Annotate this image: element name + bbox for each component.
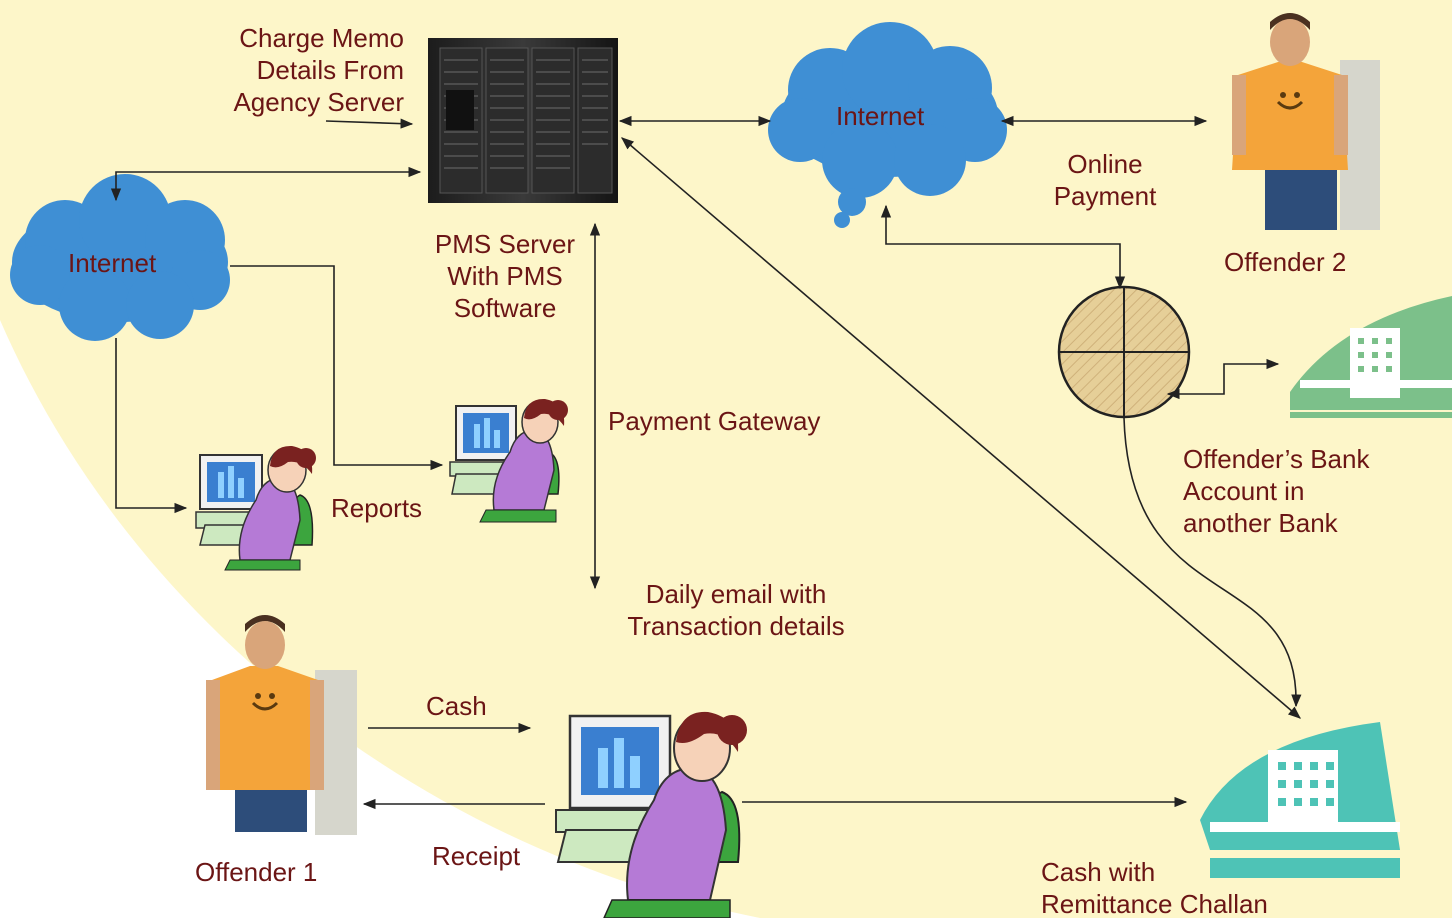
reports-label: Reports: [331, 493, 423, 523]
online-payment-label: Online Payment: [1030, 148, 1180, 212]
payment-gateway-label: Payment Gateway: [608, 406, 821, 436]
computer-operator-icon-middle: [449, 398, 568, 523]
pms-server-label: PMS Server With PMS Software: [410, 228, 600, 324]
receipt-label: Receipt: [432, 841, 521, 871]
arrow-charge-memo: [325, 118, 414, 129]
online-payment-line-1: Online: [1067, 149, 1143, 179]
charge-memo-line-3: Agency Server: [233, 87, 404, 117]
cash-remittance-label: Cash with Remittance Challan: [1041, 856, 1268, 918]
offender-bank-line-1: Offender’s Bank: [1183, 444, 1370, 474]
charge-memo-line-2: Details From: [256, 55, 404, 85]
offender-bank-line-3: another Bank: [1183, 508, 1338, 538]
offender-person-icon-1: [206, 615, 357, 835]
offender-bank-line-2: Account in: [1183, 476, 1305, 506]
payment-gateway-disc-icon: [1057, 285, 1191, 419]
charge-memo-label: Charge Memo Details From Agency Server: [170, 22, 404, 118]
arrow-server-left-internet: [110, 166, 422, 202]
daily-email-line-1: Daily email with: [645, 579, 827, 609]
internet-left-label: Internet: [68, 248, 157, 278]
online-payment-line-2: Payment: [1053, 181, 1157, 211]
offender-2-label: Offender 2: [1224, 247, 1347, 277]
pms-server-line-1: PMS Server: [434, 229, 576, 259]
cash-label: Cash: [426, 691, 487, 721]
bank-building-icon-remittance: [1200, 722, 1400, 878]
bank-building-icon-offender: [1290, 296, 1452, 418]
charge-memo-line-1: Charge Memo: [239, 23, 404, 53]
pms-server-line-2: With PMS: [447, 261, 563, 291]
internet-top-label: Internet: [836, 101, 925, 131]
computer-operator-icon-left: [195, 445, 316, 571]
pms-server-line-3: Software: [453, 293, 557, 323]
computer-operator-icon-bottom: [555, 711, 747, 918]
offender-1-label: Offender 1: [195, 857, 318, 887]
daily-email-label: Daily email with Transaction details: [606, 578, 866, 642]
arrow-left-internet-operator: [115, 338, 188, 514]
arrow-remittance-server: [621, 137, 1301, 719]
cash-remittance-line-1: Cash with: [1041, 857, 1156, 887]
cash-remittance-line-2: Remittance Challan: [1041, 889, 1268, 918]
arrow-left-internet-reports: [230, 265, 444, 471]
server-rack-icon: [428, 38, 618, 203]
offender-bank-label: Offender’s Bank Account in another Bank: [1183, 443, 1369, 539]
daily-email-line-2: Transaction details: [627, 611, 845, 641]
